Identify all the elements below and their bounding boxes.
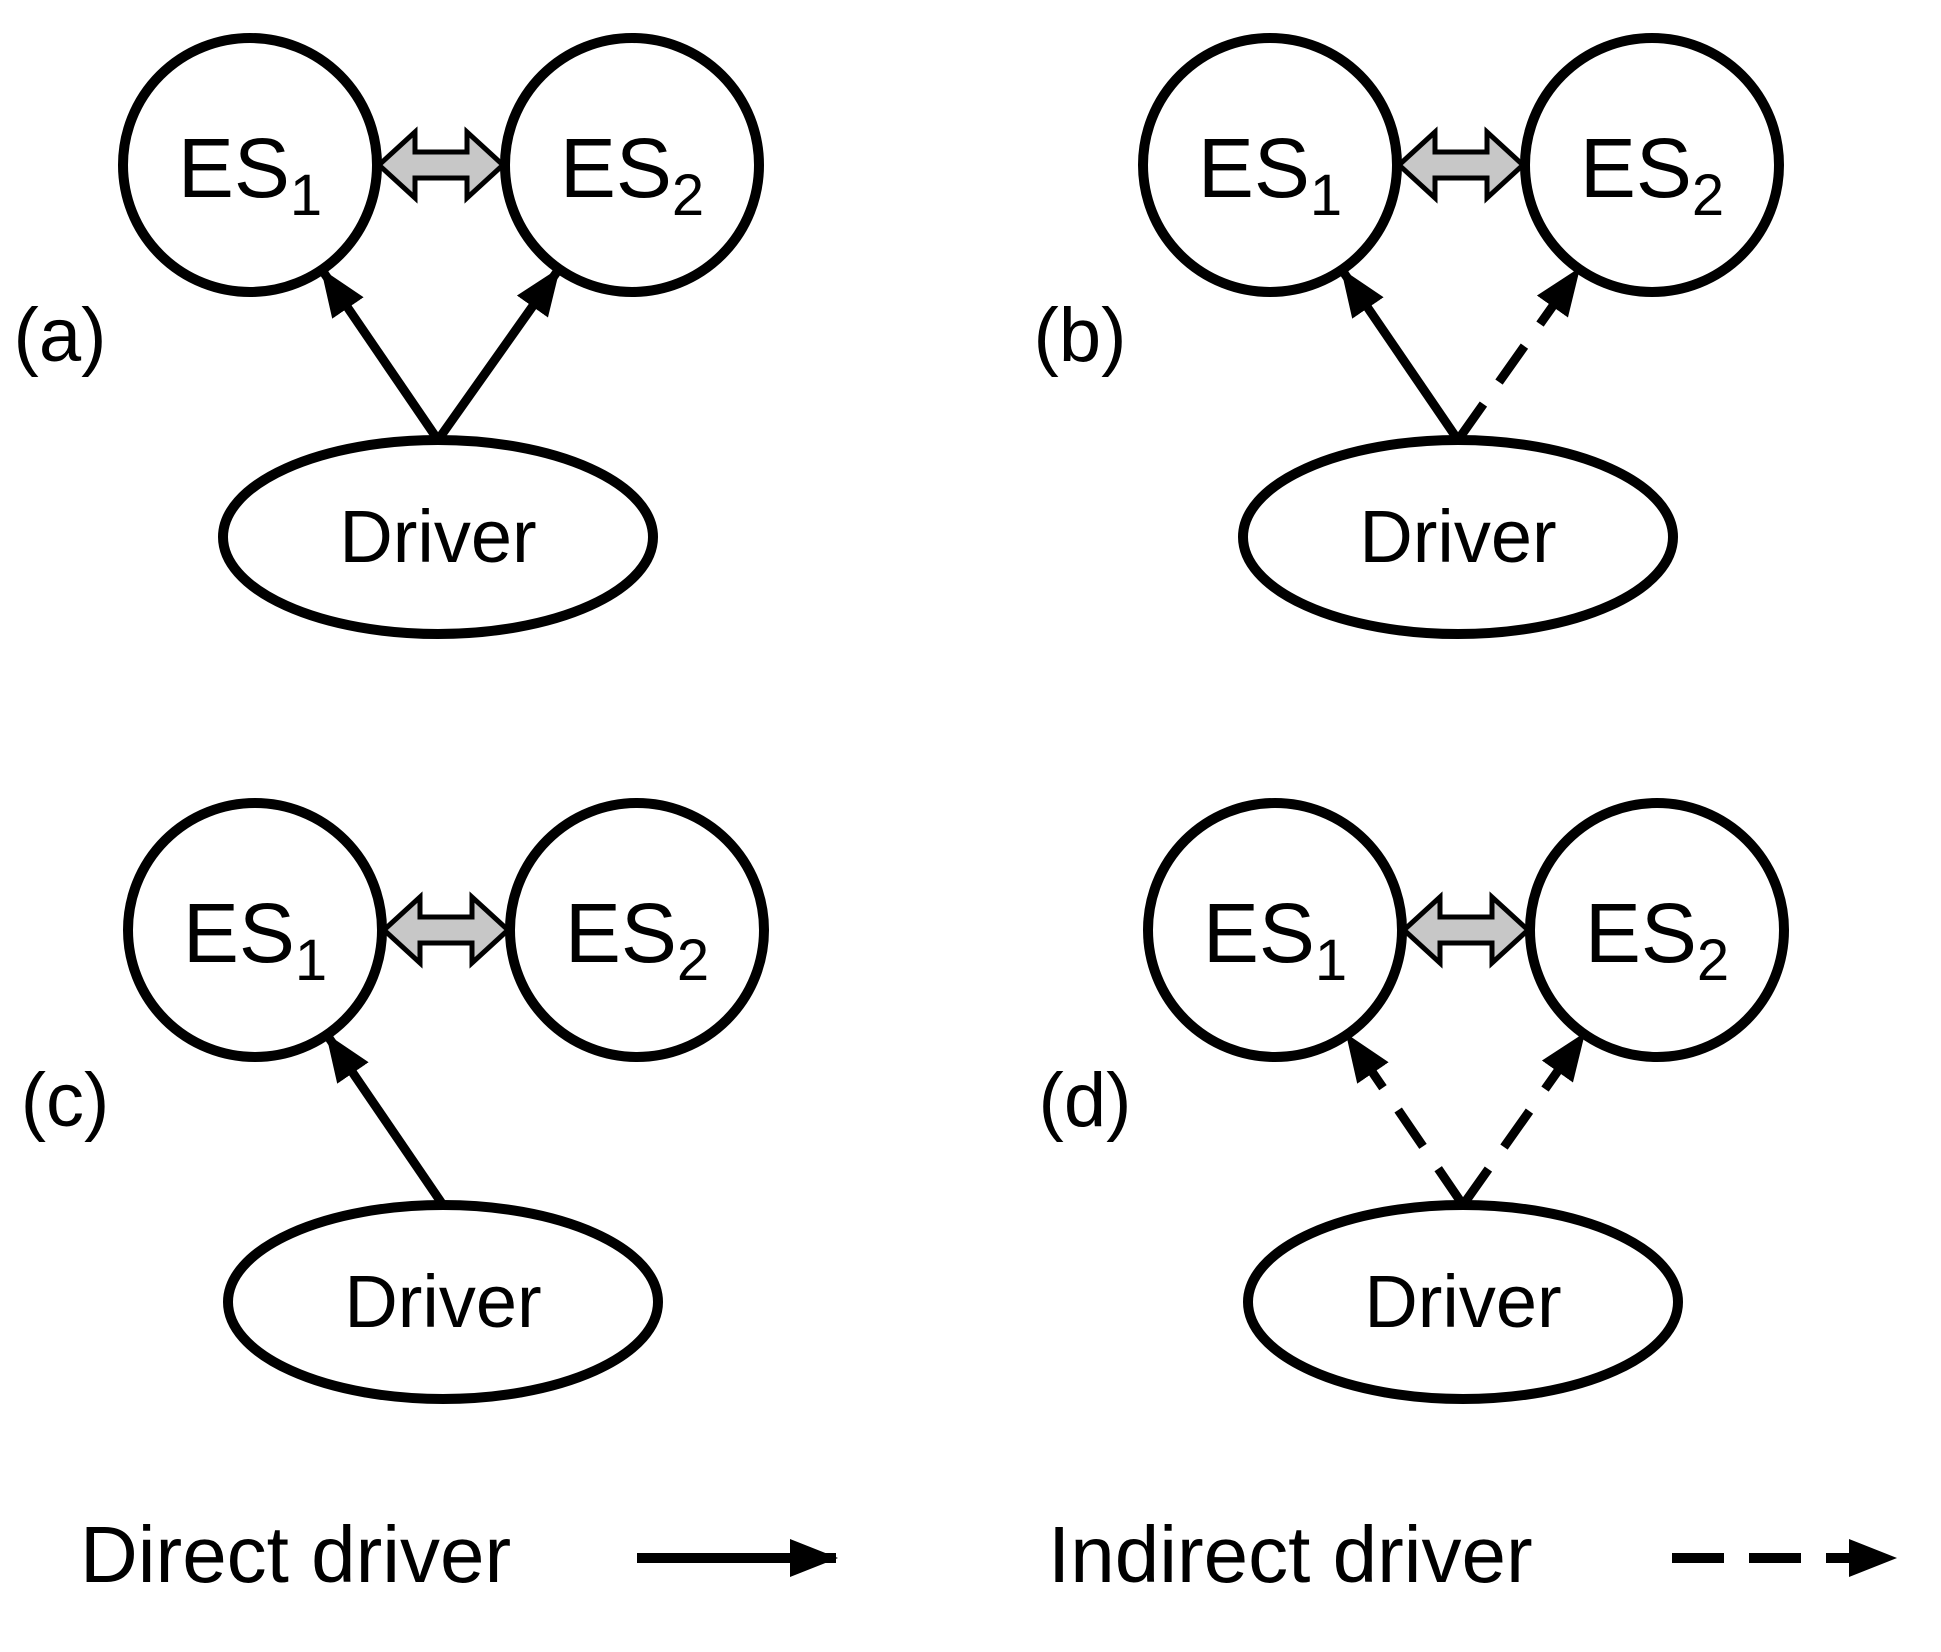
panel-a: ES1 ES2 Driver (a) <box>14 33 764 639</box>
panel-b: ES1 ES2 Driver (b) <box>1034 33 1784 639</box>
panel-label: (d) <box>1039 1058 1132 1143</box>
es1-label: ES1 <box>1198 121 1342 228</box>
es1-label: ES1 <box>178 121 322 228</box>
driver-node <box>1243 1200 1683 1404</box>
legend: Direct driver Indirect driver <box>80 1510 1897 1599</box>
driver-to-es1-arrow <box>1338 267 1462 443</box>
driver-to-es2-arrow <box>1454 266 1583 443</box>
driver-node <box>223 1200 663 1404</box>
es1-label: ES1 <box>183 886 327 993</box>
coupling-double-arrow-icon <box>1400 891 1532 969</box>
panel-d: ES1 ES2 Driver (d) <box>1039 798 1789 1404</box>
driver-to-es2-arrow <box>1459 1031 1588 1208</box>
driver-label: Driver <box>344 1260 541 1343</box>
panel-label: (a) <box>14 293 107 378</box>
driver-to-es1-arrow <box>318 267 442 443</box>
es2-label: ES2 <box>1580 121 1724 228</box>
panel-c: ES1 ES2 Driver (c) <box>21 798 769 1404</box>
driver-node <box>218 435 658 639</box>
coupling-double-arrow-icon <box>380 891 512 969</box>
coupling-double-arrow-icon <box>375 126 507 204</box>
driver-to-es1-arrow <box>1343 1032 1467 1208</box>
es2-label: ES2 <box>565 886 709 993</box>
es1-label: ES1 <box>1203 886 1347 993</box>
driver-label: Driver <box>1359 495 1556 578</box>
es2-label: ES2 <box>1585 886 1729 993</box>
legend-indirect-label: Indirect driver <box>1048 1510 1533 1599</box>
driver-label: Driver <box>339 495 536 578</box>
legend-direct-label: Direct driver <box>80 1510 511 1599</box>
driver-label: Driver <box>1364 1260 1561 1343</box>
panel-label: (c) <box>21 1058 110 1143</box>
es2-label: ES2 <box>560 121 704 228</box>
coupling-double-arrow-icon <box>1395 126 1527 204</box>
driver-to-es1-arrow <box>323 1032 447 1208</box>
driver-node <box>1238 435 1678 639</box>
driver-to-es2-arrow <box>434 266 563 443</box>
panel-label: (b) <box>1034 293 1127 378</box>
